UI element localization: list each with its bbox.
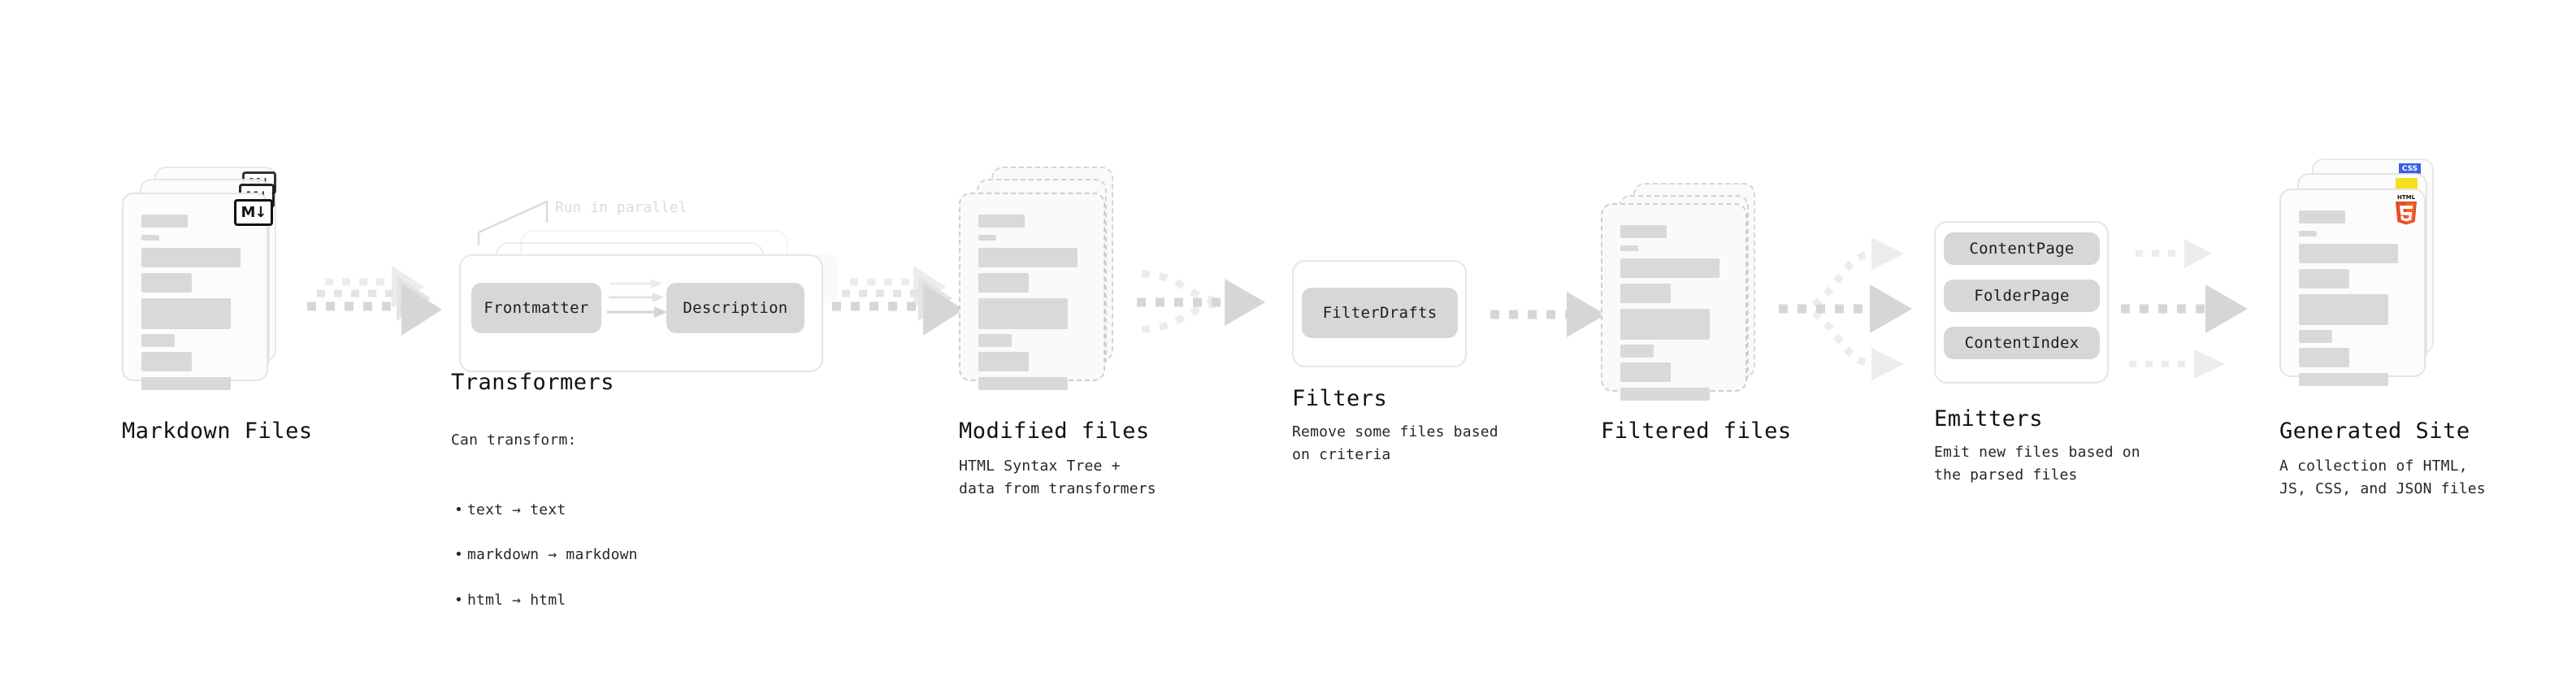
run-in-parallel-label: Run in parallel — [555, 199, 687, 216]
emitter-chip-contentindex[interactable]: ContentIndex — [1944, 327, 2100, 359]
stage-title-emitters: Emitters — [1934, 406, 2044, 432]
stage-title-generated-site: Generated Site — [2279, 419, 2470, 444]
arrow-modified-to-filters — [1137, 270, 1265, 333]
emitter-chip-folderpage[interactable]: FolderPage — [1944, 280, 2100, 312]
js-badge — [2396, 178, 2418, 191]
css-badge: CSS — [2399, 163, 2421, 174]
stage-title-filters: Filters — [1292, 386, 1388, 411]
stage-desc-transformers: Can transform: text → text markdown → ma… — [451, 406, 638, 657]
stage-title-markdown-files: Markdown Files — [122, 419, 313, 444]
filter-chip-filterdrafts[interactable]: FilterDrafts — [1302, 288, 1458, 338]
stage-desc-generated-site: A collection of HTML, JS, CSS, and JSON … — [2279, 458, 2486, 497]
stage-desc-filters: Remove some files based on criteria — [1292, 423, 1498, 463]
html5-icon: HTML — [2396, 194, 2417, 225]
transform-bullet-0: text → text — [454, 499, 638, 522]
transformer-inner-arrows — [607, 279, 667, 318]
stage-title-filtered-files: Filtered files — [1601, 419, 1792, 444]
arrow-emitters-to-site — [2121, 239, 2248, 379]
arrow-filters-to-filtered — [1490, 292, 1606, 337]
stage-desc-modified-files: HTML Syntax Tree + data from transformer… — [959, 458, 1156, 497]
transform-bullet-1: markdown → markdown — [454, 544, 638, 566]
markdown-badge-front: M↓ — [234, 199, 273, 226]
stage-title-transformers: Transformers — [451, 370, 615, 395]
parallel-bracket — [477, 200, 549, 245]
arrow-transformers-to-modified — [832, 266, 964, 336]
stage-title-modified-files: Modified files — [959, 419, 1150, 444]
transformer-chip-frontmatter[interactable]: Frontmatter — [471, 283, 601, 333]
emitter-chip-contentpage[interactable]: ContentPage — [1944, 232, 2100, 265]
arrow-markdown-to-transformers — [307, 266, 442, 336]
transformer-chip-description[interactable]: Description — [666, 283, 804, 333]
filtered-card-front — [1601, 203, 1747, 401]
stage-desc-emitters: Emit new files based on the parsed files — [1934, 444, 2140, 484]
modified-card-front — [959, 193, 1105, 390]
transform-bullet-2: html → html — [454, 589, 638, 612]
arrow-filtered-to-emitters — [1779, 237, 1912, 380]
svg-text:HTML: HTML — [2397, 194, 2416, 201]
